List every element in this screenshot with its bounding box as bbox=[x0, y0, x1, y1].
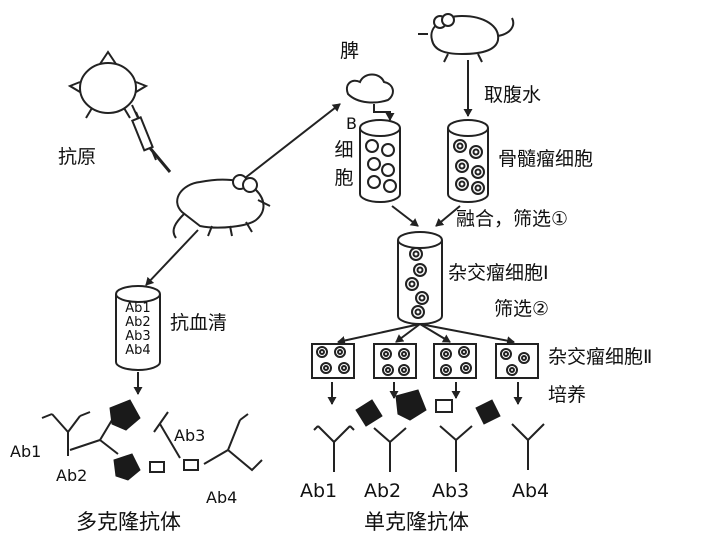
monoclonal-antigen-marks bbox=[355, 389, 501, 427]
b-cell-char-2: 胞 bbox=[334, 167, 354, 189]
syringe-icon bbox=[130, 104, 172, 173]
polyclonal-caption: 多克隆抗体 bbox=[76, 510, 181, 534]
mono-ab3: Ab3 bbox=[432, 480, 470, 502]
culture-arrows bbox=[327, 382, 523, 405]
poly-ab4: Ab4 bbox=[206, 488, 238, 507]
select2-label: 筛选② bbox=[494, 298, 550, 320]
b-cell-letter: B bbox=[346, 114, 357, 133]
hybridoma-ii-label: 杂交瘤细胞Ⅱ bbox=[548, 346, 653, 368]
b-cell-char-1: 细 bbox=[334, 139, 354, 161]
fuse-select-label: 融合，筛选① bbox=[456, 208, 569, 230]
spleen-label: 脾 bbox=[340, 40, 360, 62]
serum-ab1: Ab1 bbox=[125, 301, 151, 316]
serum-ab2: Ab2 bbox=[125, 315, 151, 330]
b-cell-tube bbox=[359, 119, 401, 203]
screening-arrows bbox=[337, 323, 515, 346]
immunized-mouse-icon bbox=[172, 174, 271, 239]
mono-ab2: Ab2 bbox=[364, 480, 402, 502]
poly-ab1: Ab1 bbox=[10, 442, 42, 461]
monoclonal-caption: 单克隆抗体 bbox=[364, 510, 469, 534]
spleen-icon bbox=[346, 73, 394, 104]
antigen-fragments bbox=[109, 399, 199, 481]
serum-ab4: Ab4 bbox=[125, 343, 151, 358]
mono-ab4: Ab4 bbox=[512, 480, 550, 502]
donor-mouse-icon bbox=[418, 13, 515, 63]
antigen-particle-icon bbox=[67, 50, 149, 119]
culture-wells bbox=[311, 343, 539, 379]
arrow-fuse-right bbox=[435, 205, 461, 227]
culture-label: 培养 bbox=[548, 384, 587, 406]
serum-ab3: Ab3 bbox=[125, 329, 151, 344]
mono-ab1: Ab1 bbox=[300, 480, 338, 502]
antiserum-tube bbox=[115, 285, 161, 371]
hybridoma-i-label: 杂交瘤细胞Ⅰ bbox=[448, 262, 549, 284]
monoclonal-antibody-set bbox=[313, 423, 545, 472]
ascites-label: 取腹水 bbox=[484, 84, 542, 106]
poly-ab2: Ab2 bbox=[56, 466, 88, 485]
myeloma-tube bbox=[447, 119, 489, 203]
hybridoma-i-tube bbox=[397, 231, 443, 325]
polyclonal-antibody-complex bbox=[41, 411, 263, 472]
arrow-to-serum bbox=[145, 229, 199, 286]
poly-ab3: Ab3 bbox=[174, 426, 206, 445]
arrow-to-spleen bbox=[244, 103, 341, 179]
myeloma-label: 骨髓瘤细胞 bbox=[498, 148, 594, 170]
antigen-label: 抗原 bbox=[58, 146, 97, 168]
arrow-fuse-left bbox=[391, 205, 419, 227]
antiserum-label: 抗血清 bbox=[170, 312, 228, 334]
